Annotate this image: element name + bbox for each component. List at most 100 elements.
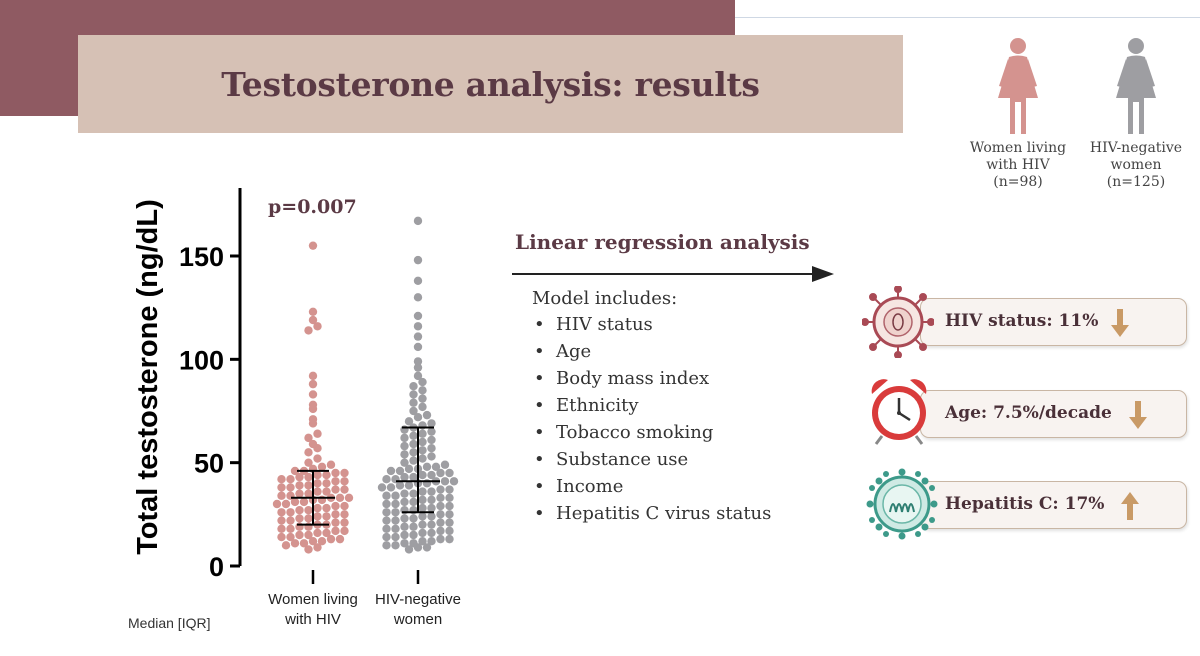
data-point bbox=[422, 462, 432, 471]
data-point bbox=[431, 462, 441, 471]
covariate-label: HIV status bbox=[556, 314, 653, 335]
data-point bbox=[418, 446, 427, 455]
data-point bbox=[400, 450, 409, 459]
data-point bbox=[281, 541, 291, 550]
data-point bbox=[344, 493, 354, 502]
covariate-item: •Tobacco smoking bbox=[534, 421, 771, 448]
data-point bbox=[304, 326, 313, 335]
legend-neg: HIV-negative women (n=125) bbox=[1076, 36, 1196, 191]
x-tick-label: women bbox=[393, 611, 442, 628]
data-point bbox=[304, 514, 313, 523]
data-point bbox=[340, 501, 349, 511]
data-point bbox=[304, 489, 313, 498]
data-point bbox=[418, 470, 427, 480]
data-point bbox=[413, 342, 423, 352]
data-point bbox=[340, 477, 349, 486]
data-point bbox=[445, 534, 454, 544]
legend-neg-count: (n=125) bbox=[1106, 174, 1166, 190]
data-point bbox=[404, 481, 414, 490]
x-tick-label: HIV-negative bbox=[375, 591, 461, 608]
woman-figure-icon bbox=[998, 38, 1038, 134]
data-point bbox=[340, 526, 349, 536]
data-point bbox=[418, 429, 427, 438]
data-point bbox=[409, 439, 418, 449]
bullet: • bbox=[534, 503, 545, 524]
data-point bbox=[395, 481, 405, 490]
covariate-label: Substance use bbox=[556, 449, 689, 470]
legend-neg-line1: HIV-negative bbox=[1089, 140, 1183, 156]
data-point bbox=[413, 413, 423, 422]
data-point bbox=[317, 537, 327, 546]
bullet: • bbox=[534, 368, 545, 389]
data-point bbox=[440, 460, 450, 469]
bullet: • bbox=[534, 395, 545, 416]
data-point bbox=[400, 433, 409, 443]
data-point bbox=[290, 539, 300, 548]
data-point bbox=[335, 534, 345, 544]
data-point bbox=[449, 477, 459, 486]
data-point bbox=[409, 539, 418, 548]
result-label: Hepatitis C: 17% bbox=[945, 494, 1105, 514]
data-point bbox=[308, 415, 318, 424]
covariate-item: • HIV status bbox=[534, 313, 771, 340]
data-point bbox=[418, 512, 427, 521]
data-point bbox=[427, 452, 436, 461]
data-point bbox=[436, 468, 445, 478]
y-axis-label: Total testosterone (ng/dL) bbox=[132, 199, 164, 555]
data-point bbox=[386, 483, 396, 492]
legend-neg-caption: HIV-negative women (n=125) bbox=[1076, 140, 1196, 191]
data-point bbox=[382, 516, 391, 525]
x-tick-label: with HIV bbox=[284, 611, 341, 628]
data-point bbox=[404, 545, 414, 554]
bullet: • bbox=[534, 476, 545, 497]
data-point bbox=[409, 497, 418, 507]
data-point bbox=[418, 386, 427, 395]
bullet: • bbox=[534, 314, 545, 335]
right-arrow-icon bbox=[512, 266, 834, 282]
data-point bbox=[313, 479, 322, 488]
data-point bbox=[382, 541, 391, 550]
data-point bbox=[436, 501, 445, 511]
title-box: Testosterone analysis: results bbox=[78, 35, 903, 133]
data-point bbox=[304, 481, 313, 490]
data-point bbox=[340, 485, 349, 494]
data-point bbox=[445, 510, 454, 519]
data-point bbox=[391, 491, 400, 500]
result-hepatitis-c: Hepatitis C: 17% bbox=[920, 481, 1187, 529]
data-point bbox=[299, 539, 309, 548]
data-point bbox=[286, 475, 295, 484]
legend-hiv-line2: with HIV bbox=[986, 157, 1050, 173]
data-point bbox=[299, 497, 309, 507]
covariate-item: •Age bbox=[534, 340, 771, 367]
page-title: Testosterone analysis: results bbox=[221, 64, 760, 104]
data-point bbox=[331, 501, 340, 511]
data-point bbox=[418, 520, 427, 529]
data-point bbox=[395, 466, 405, 476]
data-point bbox=[409, 522, 418, 531]
data-point bbox=[413, 255, 423, 265]
data-point bbox=[313, 429, 322, 438]
data-point bbox=[322, 512, 331, 521]
regression-title: Linear regression analysis bbox=[515, 230, 810, 254]
data-point bbox=[422, 410, 432, 420]
data-point bbox=[295, 489, 304, 498]
data-point bbox=[322, 479, 331, 488]
data-point bbox=[436, 526, 445, 536]
data-point bbox=[391, 516, 400, 525]
data-point bbox=[391, 541, 400, 550]
data-point bbox=[322, 503, 331, 513]
data-point bbox=[400, 472, 409, 482]
data-point bbox=[409, 390, 418, 399]
data-point bbox=[322, 487, 331, 496]
data-point bbox=[418, 537, 427, 546]
data-point bbox=[427, 435, 436, 445]
data-point bbox=[313, 503, 322, 513]
data-point bbox=[413, 322, 423, 331]
data-point bbox=[409, 530, 418, 540]
data-point bbox=[340, 510, 349, 519]
data-point bbox=[286, 483, 295, 492]
data-point bbox=[391, 499, 400, 509]
data-point bbox=[400, 539, 409, 548]
data-point bbox=[427, 487, 436, 496]
